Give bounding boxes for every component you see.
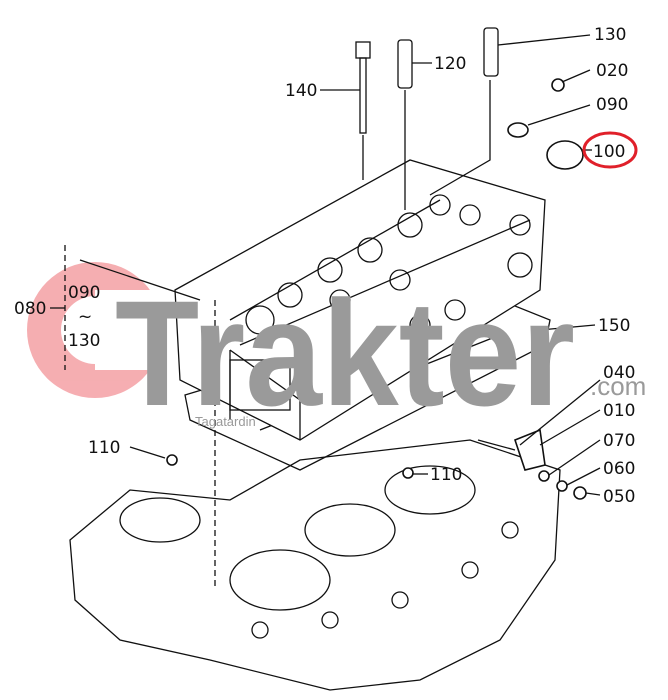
- label-110-left: 110: [88, 438, 120, 458]
- nut-050: [573, 486, 587, 500]
- cylinder-head: [174, 159, 546, 441]
- highlight-circle: [582, 131, 638, 169]
- label-100: 100: [593, 142, 625, 162]
- watermark-suffix: .com: [590, 371, 646, 401]
- label-120: 120: [434, 54, 466, 74]
- washer-060: [556, 480, 568, 492]
- bolt-140: [355, 41, 371, 134]
- watermark-brand: Trakter: [115, 269, 575, 437]
- leader-lines: [50, 34, 601, 590]
- label-140: 140: [285, 81, 317, 101]
- plug-110b: [402, 467, 414, 479]
- label-130: 130: [594, 25, 626, 45]
- label-080: 080: [14, 299, 46, 319]
- label-150: 150: [598, 316, 630, 336]
- label-060: 060: [603, 459, 635, 479]
- plate-010: [514, 428, 546, 471]
- plug-110a: [166, 454, 178, 466]
- watermark-logo: [27, 262, 175, 398]
- label-090-range: 090: [68, 283, 100, 303]
- plug-020: [551, 78, 565, 92]
- label-070: 070: [603, 431, 635, 451]
- label-010: 010: [603, 401, 635, 421]
- label-090: 090: [596, 95, 628, 115]
- watermark-tagline: Tagatardin: [195, 414, 256, 429]
- label-130-range: 130: [68, 331, 100, 351]
- label-050: 050: [603, 487, 635, 507]
- seal-090: [507, 122, 529, 138]
- label-020: 020: [596, 61, 628, 81]
- engine-block: [69, 439, 561, 691]
- stud-040: [477, 439, 516, 451]
- label-040: 040: [603, 363, 635, 383]
- washer-070: [538, 470, 550, 482]
- cap-100: [546, 140, 584, 170]
- guide-120: [397, 39, 413, 89]
- label-110-right: 110: [430, 465, 462, 485]
- range-separator: ~: [78, 307, 92, 327]
- guide-130: [483, 27, 499, 77]
